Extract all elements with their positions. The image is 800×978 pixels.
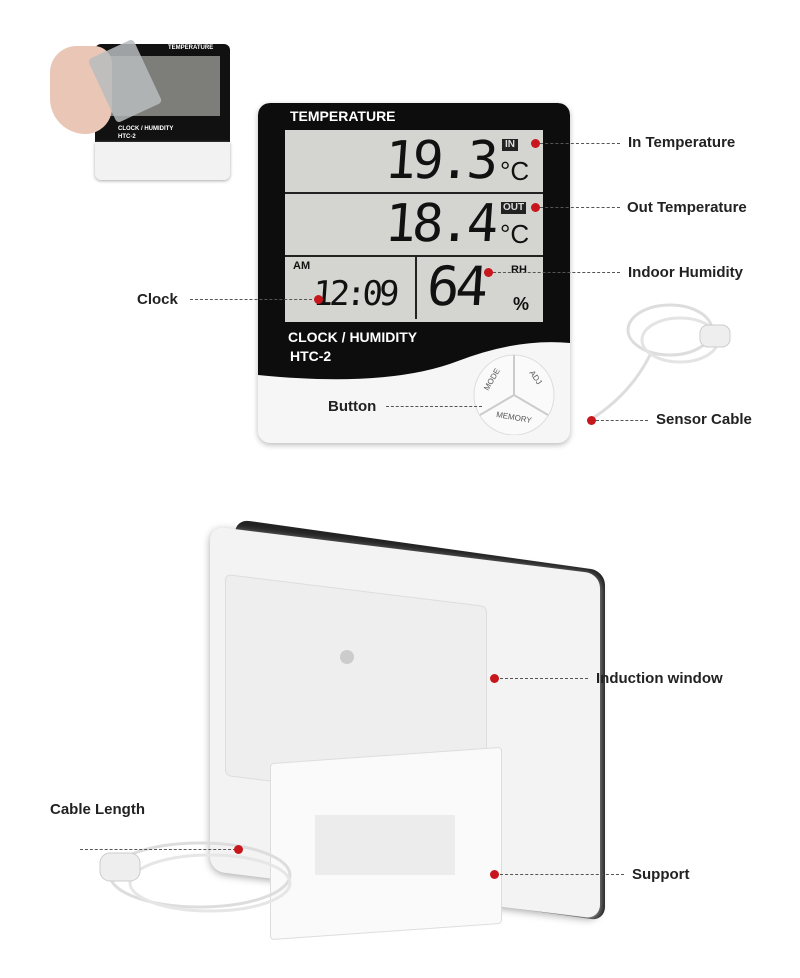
inset-model-number: HTC-2 [118, 134, 136, 140]
model-number: HTC-2 [290, 348, 332, 364]
label-indoor-humidity: Indoor Humidity [628, 264, 743, 281]
thermometer-back [205, 518, 610, 941]
out-unit: °C [500, 219, 530, 249]
out-tag: OUT [501, 202, 527, 214]
label-in-temperature: In Temperature [628, 134, 736, 151]
cable-coil [99, 841, 292, 913]
rh-tag: RH [511, 264, 527, 276]
inset-model: CLOCK / HUMIDITY [118, 126, 174, 132]
inset-header: TEMPERATURE [168, 45, 214, 51]
in-tag: IN [502, 139, 518, 151]
brand-label: TEMPERATURE [290, 108, 396, 124]
lcd-display: 19.3 IN °C 18.4 OUT °C AM 12:09 64 RH % [285, 130, 543, 322]
in-temperature-value: 19.3 [382, 131, 497, 191]
in-unit: °C [500, 156, 530, 186]
label-cable-length: Cable Length [50, 801, 146, 818]
label-support: Support [632, 866, 690, 883]
label-button: Button [328, 398, 377, 415]
label-out-temperature: Out Temperature [627, 199, 747, 216]
label-sensor-cable: Sensor Cable [656, 411, 752, 428]
out-temperature-value: 18.4 [382, 194, 497, 254]
model-label: CLOCK / HUMIDITY [288, 329, 418, 345]
clock-value: 12:09 [311, 274, 397, 314]
label-induction-window: Induction window [596, 670, 723, 687]
humidity-value: 64 [424, 255, 487, 318]
am-pm-indicator: AM [293, 260, 311, 272]
inset-photo: TEMPERATURE CLOCK / HUMIDITY HTC-2 [50, 38, 230, 182]
button-cluster [473, 354, 555, 435]
sensor-cable [589, 303, 731, 422]
humidity-unit: % [513, 294, 530, 314]
label-clock: Clock [137, 291, 178, 308]
